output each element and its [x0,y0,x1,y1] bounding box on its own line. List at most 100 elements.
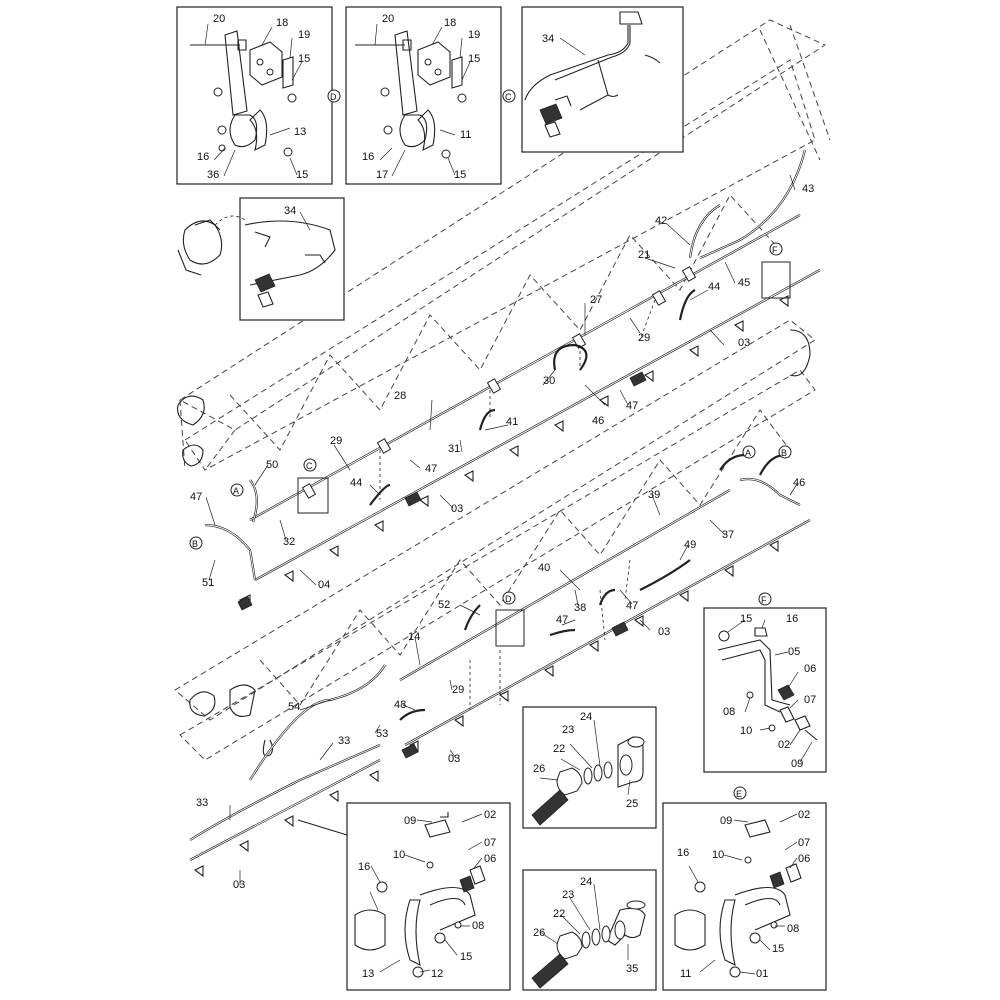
callout-40: 40 [538,562,550,574]
detail-box-mount-d [176,6,333,185]
callout-47e: 47 [556,614,568,626]
callout-29c: 29 [452,684,464,696]
callout-clamp-15: 15 [460,951,472,963]
ref-e-label-box: E [736,789,742,799]
callout-clamp-08: 08 [472,920,484,932]
callout-48: 48 [394,699,406,711]
callout-elbow-23: 23 [562,889,574,901]
callout-clamp-12: 12 [431,968,443,980]
callout-45: 45 [738,277,750,289]
callout-tee-24: 24 [580,711,592,723]
callout-53: 53 [376,728,388,740]
callout-03a: 03 [738,337,750,349]
callout-32: 32 [283,536,295,548]
detail-box-tee-fitting [522,706,657,829]
callout-box1-15a: 15 [298,53,310,65]
callout-tee-26: 26 [533,763,545,775]
detail-box-bracket-f [703,607,827,773]
callout-f-15: 15 [740,613,752,625]
callout-f-07: 07 [804,694,816,706]
callout-f-09: 09 [791,758,803,770]
callout-box1-13: 13 [294,126,306,138]
callout-elbow-22: 22 [553,908,565,920]
callout-03b: 03 [451,503,463,515]
ref-a-label-lower: A [745,448,751,458]
upper-spray-pipe [204,149,821,611]
callout-37: 37 [722,529,734,541]
callout-14: 14 [408,631,420,643]
callout-e-09: 09 [720,815,732,827]
ref-d-circle-main [502,591,516,605]
callout-46a: 46 [592,415,604,427]
ref-f-label-main: F [772,245,778,255]
callout-03c: 03 [658,626,670,638]
detail-box-clamp-assembly [297,802,511,991]
ref-b-label-upper: B [192,539,198,549]
callout-54: 54 [288,701,300,713]
ref-e-circle-box [733,786,747,800]
ref-c-circle-box2 [502,89,516,103]
callout-e-08: 08 [787,923,799,935]
callout-33a: 33 [338,735,350,747]
callout-03d: 03 [448,753,460,765]
callout-47b: 47 [425,463,437,475]
callout-51: 51 [202,577,214,589]
lower-spray-pipe [189,453,811,878]
callout-tee-22: 22 [553,743,565,755]
callout-box1-36: 36 [207,169,219,181]
callout-30: 30 [543,375,555,387]
callout-e-02: 02 [798,809,810,821]
callout-elbow-35: 35 [626,963,638,975]
callout-clamp-06: 06 [484,853,496,865]
callout-e-07: 07 [798,837,810,849]
detail-box-harness-top [521,6,684,153]
ref-f-circle-box [758,592,772,606]
ref-d-label-main: D [505,594,512,604]
callout-clamp-09: 09 [404,815,416,827]
callout-box3-34: 34 [542,33,554,45]
callout-box1-20: 20 [213,13,225,25]
callout-clamp-13: 13 [362,968,374,980]
callout-29b: 29 [330,435,342,447]
callout-clamp-02: 02 [484,809,496,821]
callout-elbow-24: 24 [580,876,592,888]
main-leader-lines [205,174,798,885]
detail-box-harness-left [177,197,345,321]
callout-e-01: 01 [756,968,768,980]
ref-f-label-box: F [761,595,767,605]
callout-box4-34: 34 [284,205,296,217]
callout-box2-20: 20 [382,13,394,25]
ref-b-circle-upper [189,536,203,550]
callout-box2-15b: 15 [454,169,466,181]
callout-tee-23: 23 [562,724,574,736]
callout-44b: 44 [350,477,362,489]
ref-f-circle-main [769,242,783,256]
callout-e-15: 15 [772,943,784,955]
callout-f-06: 06 [804,663,816,675]
upper-boom-frame [177,19,831,471]
callout-tee-25: 25 [626,798,638,810]
ref-d-label-box1: D [330,92,337,102]
callout-52: 52 [438,599,450,611]
callout-50: 50 [266,459,278,471]
callout-03e: 03 [233,879,245,891]
callout-31: 31 [448,443,460,455]
callout-box2-17: 17 [376,169,388,181]
ref-box-f [761,261,791,299]
callout-49: 49 [684,539,696,551]
callout-f-08: 08 [723,706,735,718]
ref-c-label-main: C [306,461,313,471]
callout-f-02: 02 [778,739,790,751]
callout-clamp-10: 10 [393,849,405,861]
callout-e-11: 11 [680,968,691,980]
callout-box2-15a: 15 [468,53,480,65]
lower-boom-frame [174,319,816,761]
callout-21: 21 [638,249,650,261]
callout-f-16: 16 [786,613,798,625]
callout-box2-16: 16 [362,151,374,163]
ref-b-label-lower: B [781,448,787,458]
callout-28: 28 [394,390,406,402]
callout-box1-19: 19 [298,29,310,41]
callout-box2-18: 18 [444,17,456,29]
